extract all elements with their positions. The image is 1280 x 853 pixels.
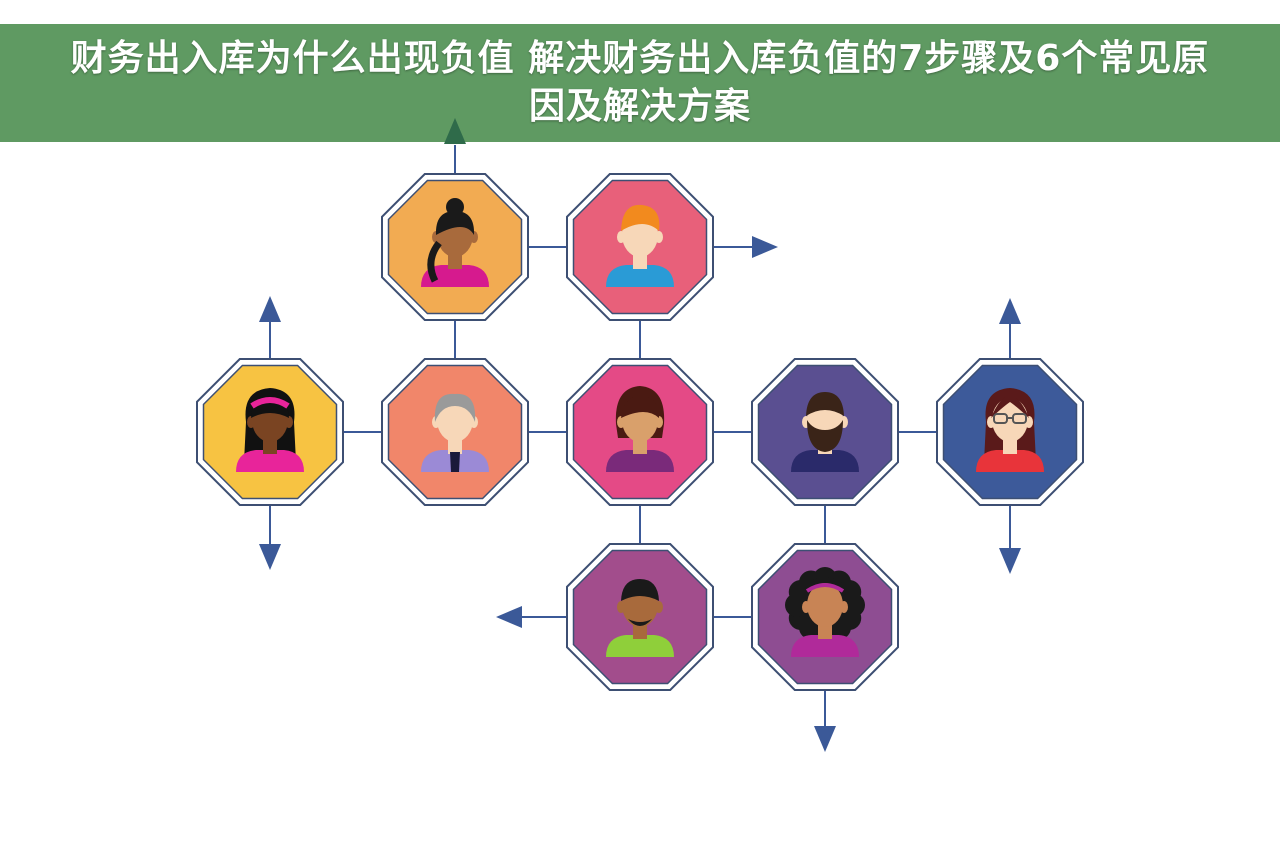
hair-top <box>434 393 476 422</box>
arrowhead-icon <box>752 236 778 258</box>
man-goatee-icon <box>606 579 674 657</box>
neck <box>448 253 462 269</box>
beard <box>807 420 843 452</box>
page-title: 财务出入库为什么出现负值 解决财务出入库负值的7步骤及6个常见原因及解决方案 <box>70 38 1210 127</box>
node-n5 <box>566 358 714 506</box>
hair-top <box>991 396 1029 418</box>
neck <box>633 438 647 454</box>
man-orange-hair-icon <box>606 204 674 287</box>
headband <box>250 397 290 409</box>
arrowhead-icon <box>496 606 522 628</box>
arrowhead-icon <box>259 544 281 570</box>
hair-top <box>621 579 659 601</box>
shirt <box>791 450 859 472</box>
node-n7 <box>936 358 1084 506</box>
older-man-tie-icon <box>421 393 489 472</box>
arrowhead-icon <box>444 118 466 144</box>
node-n3 <box>196 358 344 506</box>
face <box>437 398 473 442</box>
hair-top <box>435 211 475 235</box>
headband <box>805 583 845 593</box>
neck <box>263 438 277 454</box>
shirt <box>421 265 489 287</box>
woman-ponytail-icon <box>421 198 489 287</box>
neck <box>633 623 647 639</box>
hair-bun <box>446 198 464 216</box>
goatee <box>628 619 652 626</box>
arrowhead-icon <box>259 296 281 322</box>
node-group <box>196 173 1084 691</box>
shirt <box>606 450 674 472</box>
neck <box>633 253 647 269</box>
shirt <box>236 450 304 472</box>
bearded-man-icon <box>791 392 859 472</box>
woman-glasses-icon <box>976 388 1044 472</box>
ponytail <box>427 240 442 283</box>
woman-curly-hair-icon <box>785 567 865 657</box>
arrowhead-icon <box>999 298 1021 324</box>
node-n9 <box>751 543 899 691</box>
woman-headband-icon <box>236 388 304 472</box>
shirt <box>606 265 674 287</box>
arrowhead-icon <box>814 726 836 752</box>
node-n8 <box>566 543 714 691</box>
node-n6 <box>751 358 899 506</box>
face <box>807 583 843 627</box>
title-banner: 财务出入库为什么出现负值 解决财务出入库负值的7步骤及6个常见原因及解决方案 <box>0 24 1280 142</box>
node-n1 <box>381 173 529 321</box>
face <box>992 398 1028 442</box>
hair-top <box>806 392 844 416</box>
tie-icon <box>450 452 460 472</box>
shirt <box>791 635 859 657</box>
woman-bob-icon <box>606 386 674 472</box>
hair-top <box>621 395 660 418</box>
node-n4 <box>381 358 529 506</box>
neck <box>818 623 832 639</box>
neck <box>1003 438 1017 454</box>
shirt <box>976 450 1044 472</box>
hair-top <box>621 204 660 231</box>
node-n2 <box>566 173 714 321</box>
neck <box>448 438 462 454</box>
arrowhead-icon <box>999 548 1021 574</box>
shirt <box>606 635 674 657</box>
